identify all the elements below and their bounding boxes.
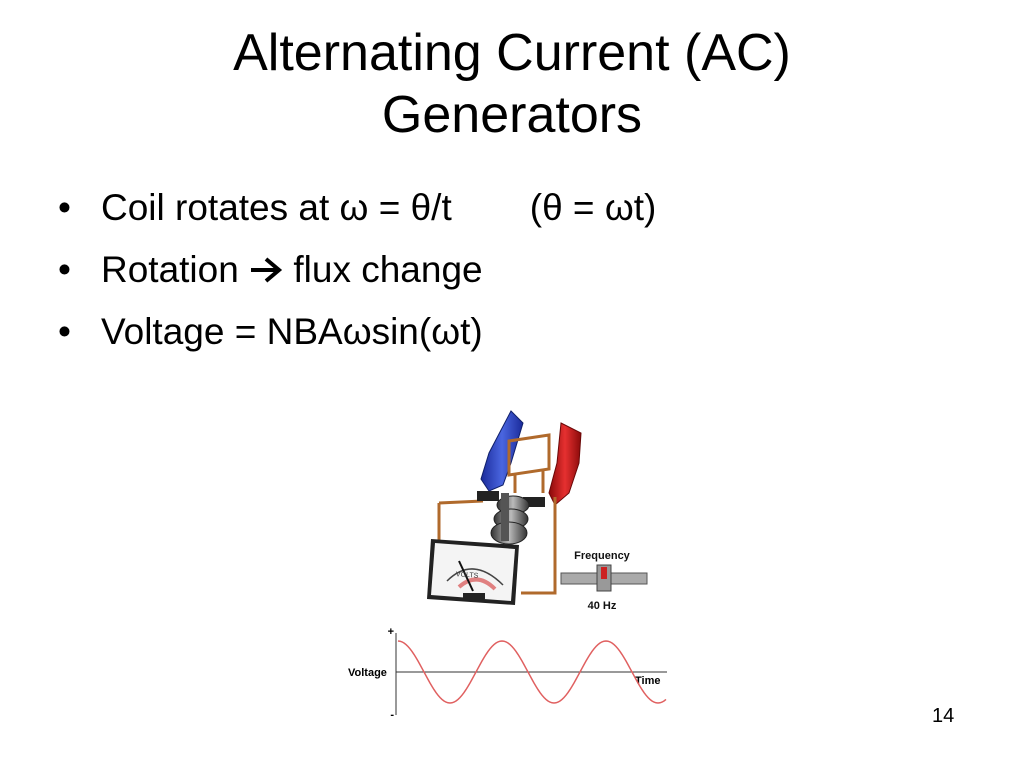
title-line-2: Generators (381, 86, 643, 144)
y-axis-label: Voltage (348, 667, 387, 679)
bullet-text: Voltage = NBAωsin(ωt) (101, 311, 483, 352)
bullet-text-before: Rotation (101, 249, 239, 290)
brush-block-left (477, 491, 499, 501)
x-axis-label: Time (635, 675, 660, 687)
south-magnet (480, 410, 524, 492)
bullet-extra: (θ = ωt) (529, 187, 657, 228)
bullet-text-after: flux change (293, 249, 483, 290)
slide-title: Alternating Current (AC) Generators (0, 22, 1024, 146)
bullet-text: Coil rotates at ω = θ/t (101, 187, 452, 228)
bullet-item-flux-change: • Rotation flux change (58, 248, 656, 292)
bullet-dot: • (58, 249, 71, 290)
bullet-item-voltage: • Voltage = NBAωsin(ωt) (58, 310, 656, 354)
frequency-label: Frequency (574, 550, 631, 562)
page-number: 14 (932, 705, 955, 727)
bullet-list: • Coil rotates at ω = θ/t (θ = ωt) • Rota… (58, 186, 656, 372)
title-line-1: Alternating Current (AC) (233, 24, 791, 82)
voltage-graph: + - Voltage Time (348, 626, 667, 721)
voltage-wave (397, 640, 667, 704)
generator-illustration: VOLTS Frequency 40 Hz + - Voltage Time (348, 410, 667, 721)
coil-loop (507, 433, 551, 493)
bullet-dot: • (58, 311, 71, 352)
frequency-value: 40 Hz (588, 600, 617, 612)
meter-label: VOLTS (456, 571, 479, 580)
axle (501, 493, 509, 541)
north-magnet (548, 422, 582, 506)
bullet-item-rotation-rate: • Coil rotates at ω = θ/t (θ = ωt) (58, 186, 656, 230)
bullet-dot: • (58, 187, 71, 228)
frequency-slider-marker (601, 567, 607, 579)
y-axis-minus-label: - (390, 709, 394, 721)
generator-figure: VOLTS Frequency 40 Hz + - Voltage Time (343, 393, 673, 723)
right-arrow-icon (251, 257, 283, 283)
y-axis-plus-label: + (388, 626, 394, 638)
coil-leads (437, 497, 557, 595)
voltmeter: VOLTS (427, 539, 519, 605)
brush-block-right (523, 497, 545, 507)
